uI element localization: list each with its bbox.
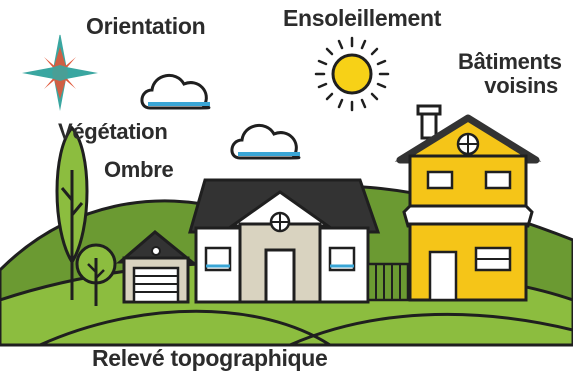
neighbor-buildings-label: Bâtiments voisins: [458, 49, 562, 99]
house-icon: [188, 178, 381, 304]
vegetation-label: Végétation: [58, 119, 168, 144]
cloud-icon: [140, 74, 211, 110]
tree-icon: [75, 243, 117, 306]
orientation-label: Orientation: [86, 13, 206, 39]
compass-icon: [22, 34, 98, 111]
garage-icon: [115, 230, 197, 304]
sunlight-label: Ensoleillement: [283, 5, 442, 31]
sun-icon: [314, 36, 390, 112]
tree-icon: [55, 125, 89, 300]
neighbor-house-icon: [394, 104, 542, 302]
fence-icon: [366, 262, 410, 302]
shade-label: Ombre: [104, 157, 174, 182]
cloud-icon: [230, 124, 301, 160]
topography-label: Relevé topographique: [92, 345, 328, 371]
